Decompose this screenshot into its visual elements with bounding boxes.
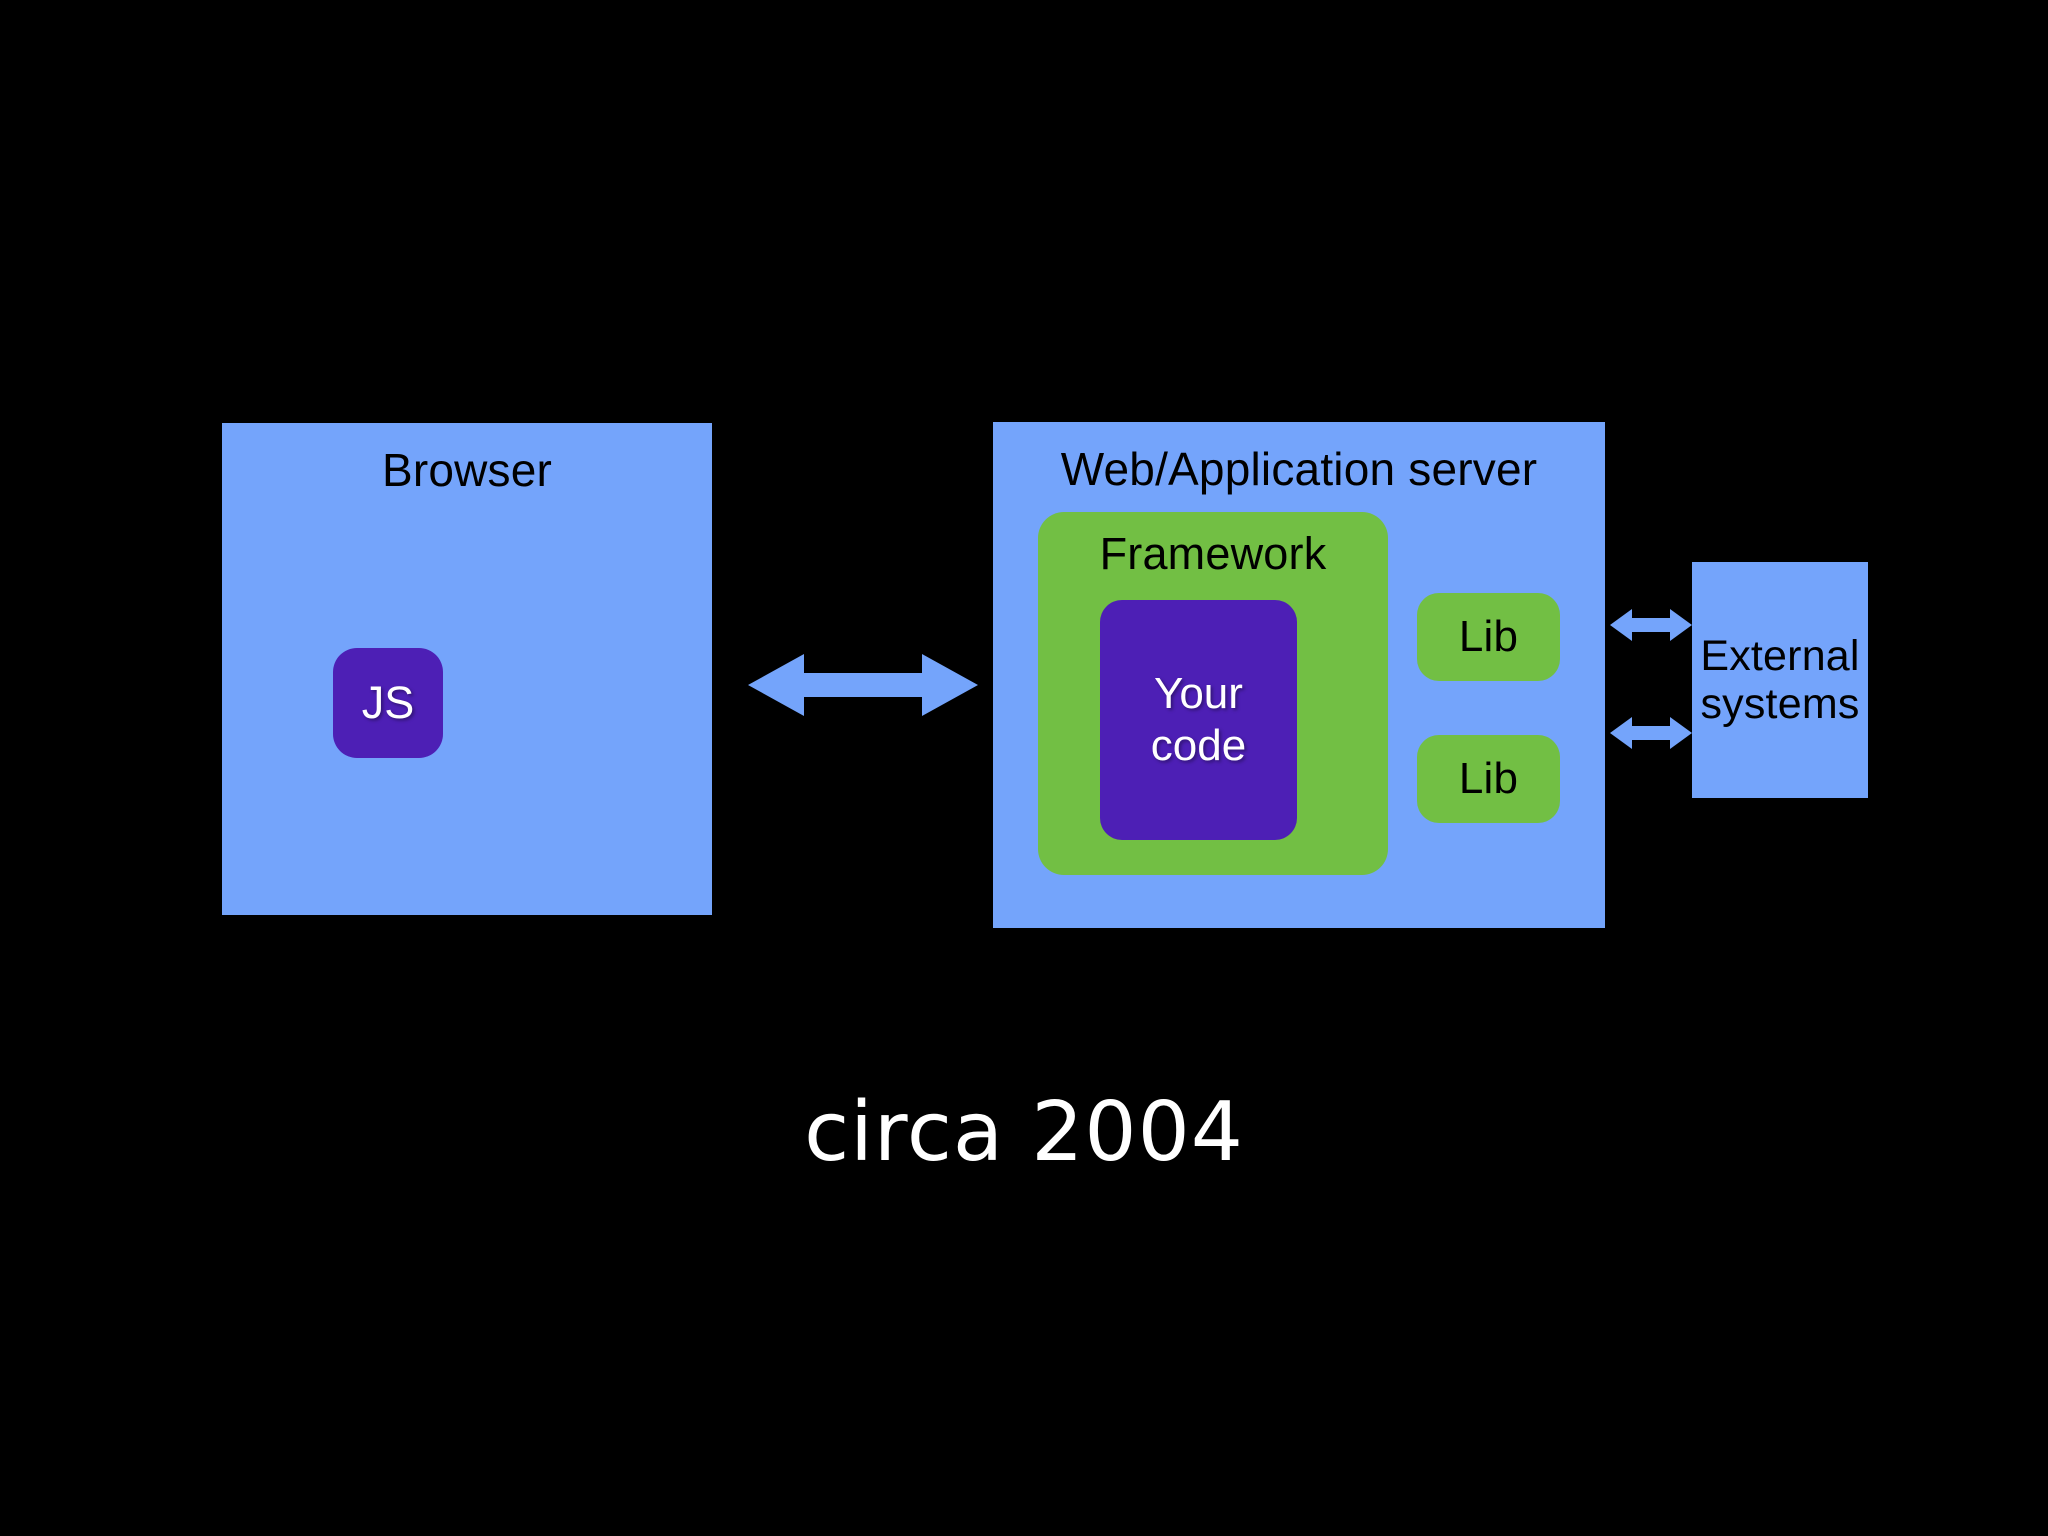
browser-server-double-arrow-icon xyxy=(748,640,978,730)
browser-box: Browser xyxy=(222,423,712,915)
js-label: JS xyxy=(361,677,415,729)
browser-title: Browser xyxy=(381,444,553,496)
your-code-label: Your code xyxy=(1150,669,1247,770)
lib-box-1: Lib xyxy=(1417,593,1560,681)
js-runtime-box: JS xyxy=(333,648,443,758)
slide-caption: circa 2004 xyxy=(804,1085,1244,1180)
external-systems-box: External systems xyxy=(1692,562,1868,798)
lib-label-2: Lib xyxy=(1458,754,1519,804)
server-external-double-arrow-icon-2 xyxy=(1610,712,1692,754)
external-systems-label: External systems xyxy=(1700,631,1860,728)
web-application-server-title: Web/Application server xyxy=(1060,443,1538,495)
server-external-double-arrow-icon-1 xyxy=(1610,604,1692,646)
lib-box-2: Lib xyxy=(1417,735,1560,823)
your-code-box: Your code xyxy=(1100,600,1297,840)
framework-title: Framework xyxy=(1099,528,1327,579)
lib-label-1: Lib xyxy=(1458,612,1519,662)
